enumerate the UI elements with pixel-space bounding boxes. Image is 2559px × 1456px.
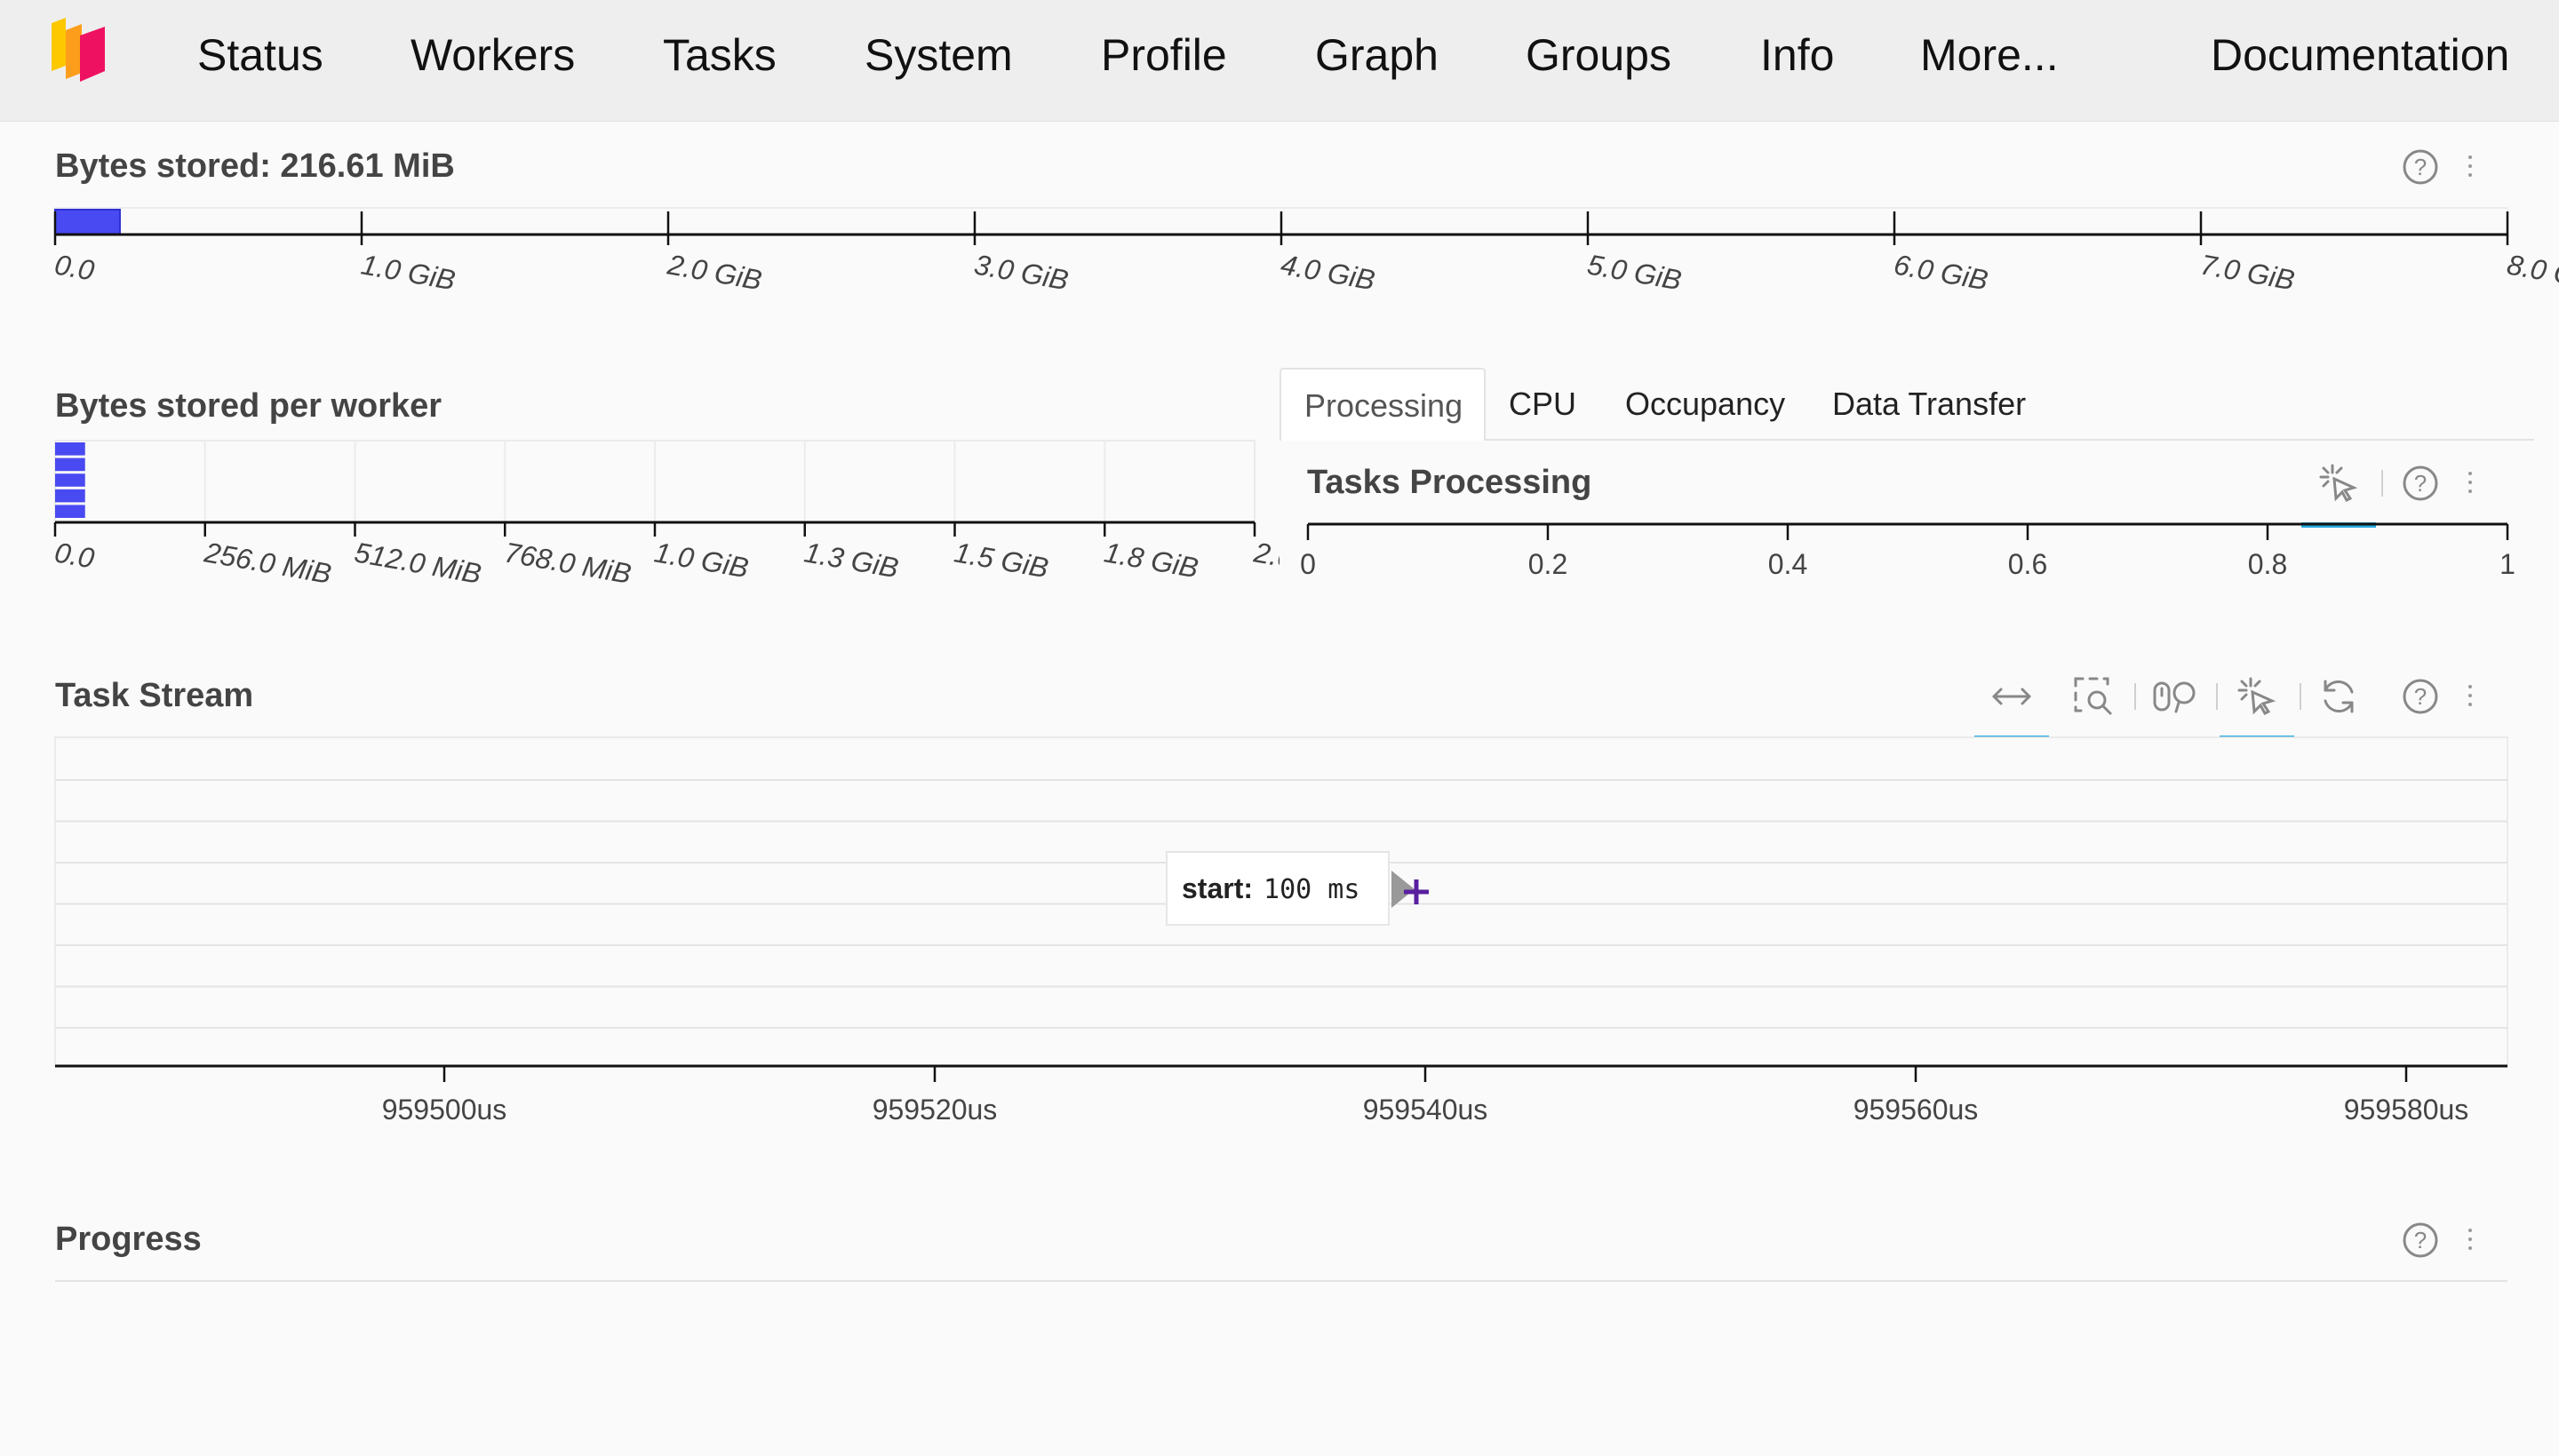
worker-bar [55, 457, 85, 472]
toolbar-separator [2300, 683, 2301, 710]
x-tick-label: 512.0 MiB [352, 536, 483, 589]
task-stream-chart: 959500us 959520us 959540us 959560us 959580us [54, 736, 2508, 1126]
toolbar-separator [2381, 470, 2383, 497]
worker-bar [55, 473, 85, 487]
tasks-processing-title: Tasks Processing [1307, 464, 1592, 501]
x-tick-label: 3.0 GiB [972, 248, 1071, 296]
crosshair-cursor-icon [1404, 879, 1429, 904]
tasks-processing-chart: 0 0.2 0.4 0.6 0.8 1 [1300, 522, 2515, 580]
tooltip-pointer [1391, 871, 1415, 908]
x-tick-label: 5.0 GiB [1585, 248, 1684, 296]
x-tick-label: 0.4 [1768, 548, 1807, 580]
x-tick-label: 6.0 GiB [1892, 248, 1990, 296]
question-circle-icon: ? [2403, 679, 2438, 714]
x-tick-label: 0.2 [1528, 548, 1567, 580]
x-tick-label: 0.0 [52, 248, 97, 286]
nav-tasks[interactable]: Tasks [663, 30, 777, 80]
bytes-per-worker-chart: 0.0 256.0 MiB 512.0 MiB 768.0 MiB 1.0 GiB 1.3… [52, 440, 1280, 590]
x-tick-label: 959500us [382, 1094, 507, 1126]
bytes-stored-bar [54, 209, 121, 235]
task-stream-title: Task Stream [55, 677, 254, 714]
menu-dots-icon[interactable] [2467, 470, 2473, 497]
progress-title: Progress [55, 1221, 202, 1258]
nav-status[interactable]: Status [197, 30, 323, 80]
x-tick-label: 1.8 GiB [1102, 536, 1200, 584]
navbar: Status Workers Tasks System Profile Grap… [0, 0, 2559, 122]
worker-bar [55, 489, 85, 503]
x-tick-label: 1 [2499, 548, 2515, 580]
progress-divider [55, 1280, 2507, 1282]
menu-dots-icon[interactable] [2467, 1227, 2473, 1253]
worker-bar [55, 505, 85, 518]
menu-dots-icon[interactable] [2467, 154, 2473, 180]
x-tick-label: 8.0 GiB [2505, 248, 2559, 296]
svg-text:?: ? [2414, 1227, 2427, 1253]
x-tick-label: 0.8 [2248, 548, 2287, 580]
reset-icon [2324, 680, 2354, 713]
box-zoom-button[interactable] [2067, 670, 2120, 723]
x-tick-label: 2.0 GiB [1251, 536, 1280, 584]
x-tick-label: 1.3 GiB [802, 536, 901, 584]
tab-underline [1486, 439, 2534, 441]
nav-graph[interactable]: Graph [1315, 30, 1439, 80]
tooltip-key: start: [1182, 872, 1254, 904]
nav-more[interactable]: More... [1920, 30, 2059, 80]
tooltip-value: 100 ms [1264, 874, 1360, 905]
task-stream-tooltip: start: 100 ms [1166, 851, 1390, 926]
x-tick-label: 1.0 GiB [359, 248, 458, 296]
reset-button[interactable] [2312, 670, 2365, 723]
question-circle-icon: ? [2403, 1222, 2438, 1258]
nav-info[interactable]: Info [1760, 30, 1835, 80]
nav-workers[interactable]: Workers [411, 30, 576, 80]
tab-processing[interactable]: Processing [1280, 368, 1486, 441]
x-tick-label: 0.6 [2008, 548, 2047, 580]
svg-text:?: ? [2414, 470, 2427, 497]
x-tick-label: 959540us [1363, 1094, 1488, 1126]
box-zoom-icon [2074, 677, 2112, 715]
toolbar-separator [2134, 683, 2136, 710]
question-circle-icon: ? [2403, 149, 2438, 185]
x-tick-label: 0 [1300, 548, 1316, 580]
svg-text:?: ? [2414, 154, 2427, 180]
nav-documentation[interactable]: Documentation [2211, 30, 2510, 80]
svg-text:?: ? [2414, 683, 2427, 710]
bytes-stored-title: Bytes stored: 216.61 MiB [55, 147, 455, 185]
help-button[interactable]: ? [2394, 670, 2447, 723]
tab-data-transfer[interactable]: Data Transfer [1832, 386, 2027, 422]
x-tick-label: 1.5 GiB [952, 536, 1050, 584]
x-tick-label: 7.0 GiB [2198, 248, 2297, 296]
bytes-stored-chart: 0.0 1.0 GiB 2.0 GiB 3.0 GiB 4.0 GiB 5.0 GiB 6.… [52, 207, 2559, 296]
horizontal-pan-icon [1992, 688, 2031, 705]
toolbar-separator [2216, 683, 2218, 710]
x-tick-label: 1.0 GiB [652, 536, 751, 584]
hover-tool-button[interactable] [2301, 457, 2376, 528]
hover-tool-button[interactable] [2220, 670, 2294, 741]
nav-profile[interactable]: Profile [1101, 30, 1227, 80]
x-tick-label: 0.0 [52, 536, 97, 574]
x-tick-label: 256.0 MiB [202, 536, 334, 590]
wheel-zoom-icon [2153, 681, 2196, 713]
menu-dots-icon[interactable] [2467, 683, 2473, 710]
nav-system[interactable]: System [865, 30, 1013, 80]
bytes-per-worker-title: Bytes stored per worker [55, 387, 442, 425]
help-button[interactable]: ? [2394, 1213, 2447, 1267]
pan-tool-button[interactable] [1974, 670, 2049, 741]
dask-logo-icon[interactable] [46, 14, 110, 87]
x-tick-label: 768.0 MiB [502, 536, 634, 589]
hover-pointer-icon [2319, 464, 2358, 502]
x-tick-label: 959580us [2344, 1094, 2469, 1126]
x-tick-label: 4.0 GiB [1279, 248, 1377, 296]
wheel-zoom-button[interactable] [2148, 670, 2202, 723]
question-circle-icon: ? [2403, 465, 2438, 501]
x-tick-label: 959560us [1853, 1094, 1979, 1126]
hover-pointer-icon [2237, 677, 2276, 715]
help-button[interactable]: ? [2394, 457, 2447, 510]
tab-cpu[interactable]: CPU [1509, 386, 1577, 422]
worker-bar [55, 442, 85, 456]
x-tick-label: 959520us [873, 1094, 998, 1126]
x-tick-label: 2.0 GiB [665, 248, 764, 296]
help-button[interactable]: ? [2394, 140, 2447, 194]
nav-groups[interactable]: Groups [1526, 30, 1671, 80]
tab-occupancy[interactable]: Occupancy [1625, 386, 1786, 422]
